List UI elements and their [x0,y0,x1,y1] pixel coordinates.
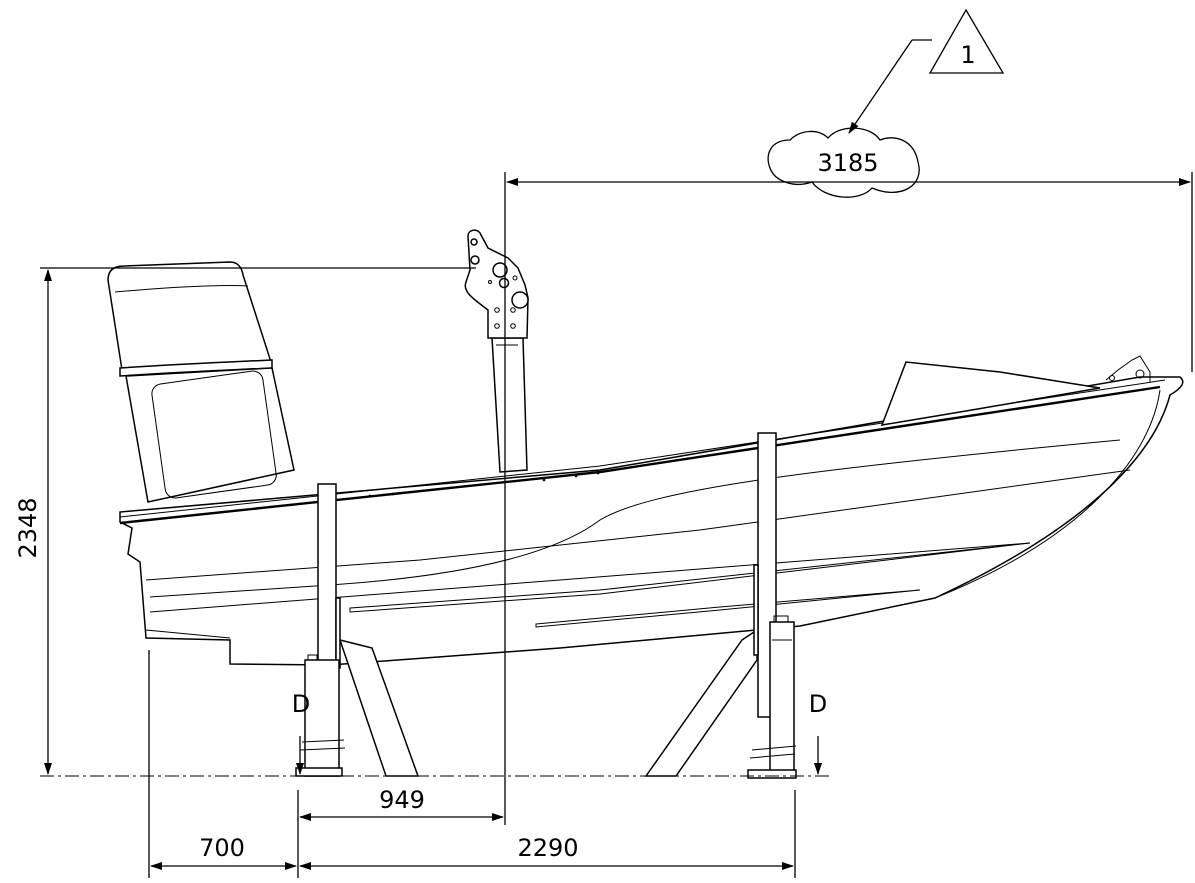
fwd-cradle [644,432,797,779]
lift-mast [464,229,529,473]
section-mark-right: D [809,690,827,718]
dimension-lift-point-to-bow: 3185 [817,149,878,177]
boat-hull [119,376,1184,666]
dimension-stern-offset: 700 [199,834,245,862]
revision-cloud [767,127,920,198]
bow-fittings [880,355,1151,426]
console-canopy [107,261,295,503]
section-mark-left: D [292,690,310,718]
revision-triangle [848,8,1005,134]
dimension-lines [40,172,1193,878]
dimension-lift-point-offset: 949 [379,786,425,814]
dimension-cradle-spacing: 2290 [517,834,578,862]
revision-number: 1 [960,41,975,69]
dimension-overall-height: 2348 [14,497,42,558]
